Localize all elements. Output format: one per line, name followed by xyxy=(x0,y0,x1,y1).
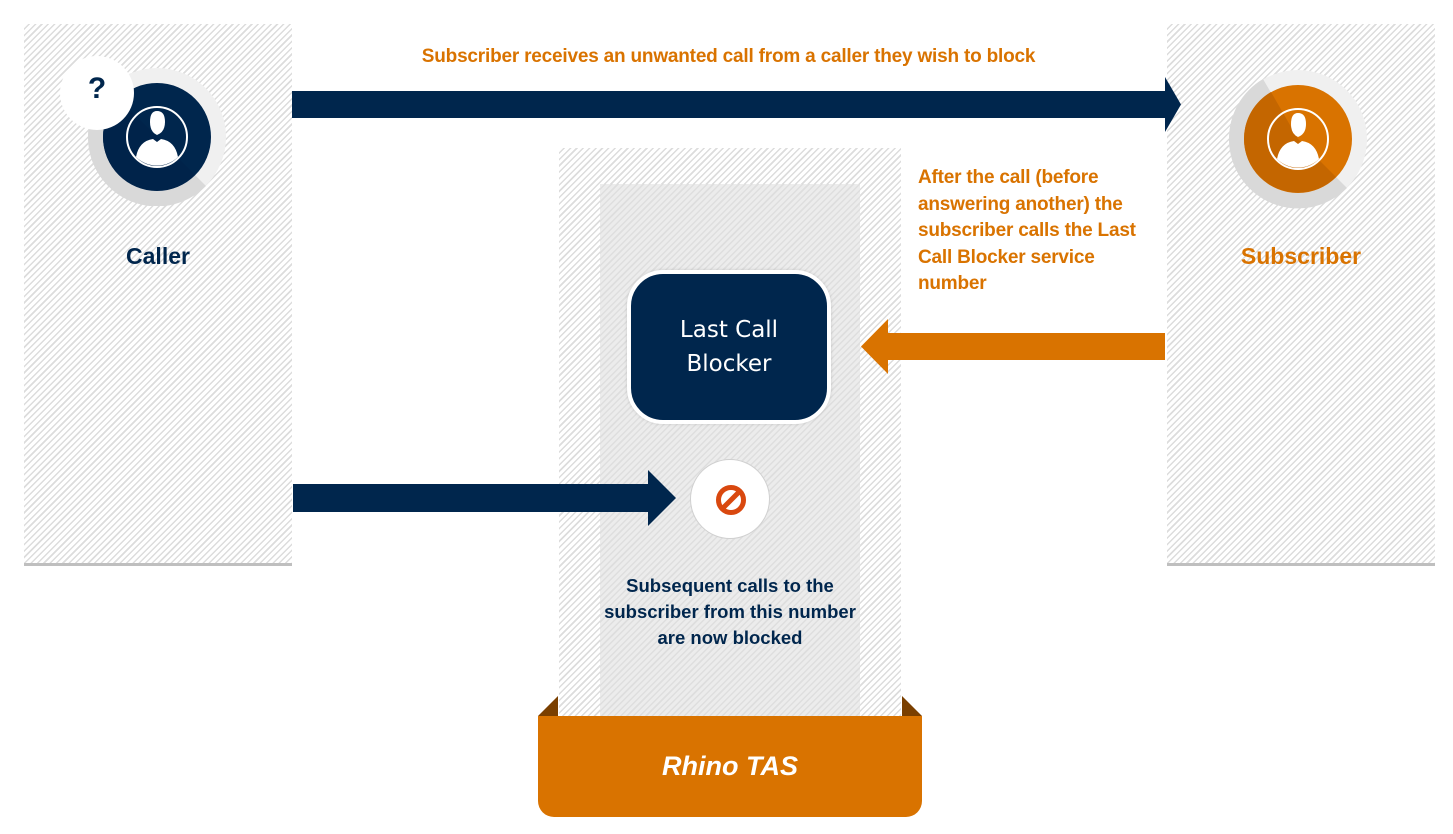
user-icon xyxy=(136,111,178,166)
arrow-caller-to-subscriber xyxy=(292,77,1181,132)
last-call-blocker-box: Last Call Blocker xyxy=(627,270,831,424)
caller-label: Caller xyxy=(126,243,190,269)
subscriber-panel xyxy=(1167,24,1435,566)
step-blocked-label: Subsequent calls to the subscriber from … xyxy=(604,575,856,648)
step-call-service-label: After the call (before answering another… xyxy=(918,167,1136,294)
subscriber-avatar xyxy=(1228,70,1368,210)
rhino-tas-band: Rhino TAS xyxy=(538,716,922,817)
caller-avatar: ? xyxy=(60,56,230,207)
band-fold-right xyxy=(902,696,922,716)
band-fold-left xyxy=(538,696,558,716)
question-mark-icon: ? xyxy=(87,72,107,105)
last-call-blocker-label: Last Call Blocker xyxy=(679,317,779,377)
arrow-subscriber-to-blocker xyxy=(861,319,1165,374)
blocked-badge xyxy=(690,459,770,539)
subscriber-label: Subscriber xyxy=(1240,243,1362,269)
no-entry-icon xyxy=(716,485,746,515)
rhino-tas-label: Rhino TAS xyxy=(662,751,798,781)
step-unwanted-call-label: Subscriber receives an unwanted call fro… xyxy=(421,46,1036,67)
user-icon xyxy=(1277,113,1319,168)
